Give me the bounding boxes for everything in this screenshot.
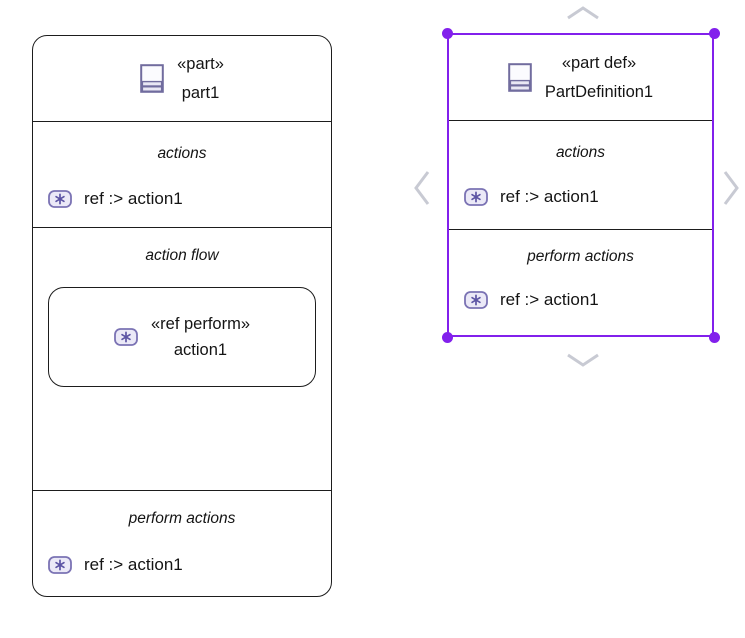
stereotype-label: «part def»	[561, 53, 637, 72]
compartment-action-flow[interactable]: action flow «ref perform» a	[33, 228, 331, 490]
part-icon	[508, 63, 532, 92]
list-item-ref-action1[interactable]: ref :> action1	[449, 288, 712, 312]
compartment-perform-actions[interactable]: perform actions ref :> action1	[33, 491, 331, 596]
stereotype-label: «part»	[177, 54, 224, 73]
chevron-left-icon[interactable]	[413, 169, 431, 207]
node-part1[interactable]: «part» part1 actions	[32, 35, 332, 597]
compartment-label: action flow	[145, 247, 219, 264]
action-icon	[464, 291, 488, 309]
node-ref-perform-title: «ref perform» action1	[151, 311, 250, 363]
compartment-divider	[449, 120, 712, 121]
compartment-divider	[33, 121, 331, 122]
action-icon	[48, 190, 72, 208]
compartment-divider	[33, 227, 331, 228]
item-text: ref :> action1	[500, 187, 599, 206]
list-item-ref-action1[interactable]: ref :> action1	[33, 553, 331, 577]
list-item-ref-action1[interactable]: ref :> action1	[33, 187, 331, 211]
compartment-perform-actions[interactable]: perform actions ref :>	[449, 230, 712, 335]
action-icon	[464, 188, 488, 206]
chevron-right-icon[interactable]	[722, 169, 740, 207]
chevron-up-icon[interactable]	[565, 5, 601, 21]
list-item-ref-action1[interactable]: ref :> action1	[449, 185, 712, 209]
node-name: PartDefinition1	[544, 82, 654, 101]
node-name: action1	[173, 341, 228, 359]
compartment-label: actions	[157, 145, 207, 162]
node-ref-perform-action1[interactable]: «ref perform» action1	[48, 287, 316, 387]
selection-handle-bottom-left[interactable]	[441, 331, 453, 343]
stereotype-label: «ref perform»	[150, 315, 251, 333]
node-name: part1	[181, 83, 220, 102]
compartment-label: perform actions	[128, 510, 236, 527]
action-icon	[48, 556, 72, 574]
compartment-divider	[33, 490, 331, 491]
node-partdefinition1-selection: «part def» PartDefinition1 actions	[441, 27, 720, 343]
chevron-down-icon[interactable]	[565, 352, 601, 368]
node-partdefinition1-header[interactable]: «part def» PartDefinition1	[449, 35, 712, 120]
item-text: ref :> action1	[500, 290, 599, 309]
compartment-label: perform actions	[527, 248, 634, 265]
selection-handle-bottom-right[interactable]	[708, 331, 720, 343]
part-icon	[140, 64, 164, 93]
node-partdefinition1[interactable]: «part def» PartDefinition1 actions	[447, 33, 714, 337]
selection-handle-top-right[interactable]	[708, 27, 720, 39]
item-text: ref :> action1	[84, 189, 183, 208]
action-icon	[114, 328, 138, 346]
node-partdefinition1-title: «part def» PartDefinition1	[545, 49, 653, 107]
compartment-actions[interactable]: actions ref :> action1	[449, 121, 712, 229]
selection-handle-top-left[interactable]	[441, 27, 453, 39]
compartment-actions[interactable]: actions ref :> action1	[33, 122, 331, 227]
compartment-label: actions	[555, 144, 606, 161]
node-part1-title: «part» part1	[177, 50, 224, 108]
item-text: ref :> action1	[84, 555, 183, 574]
compartment-divider	[449, 229, 712, 230]
node-part1-header[interactable]: «part» part1	[33, 36, 331, 121]
